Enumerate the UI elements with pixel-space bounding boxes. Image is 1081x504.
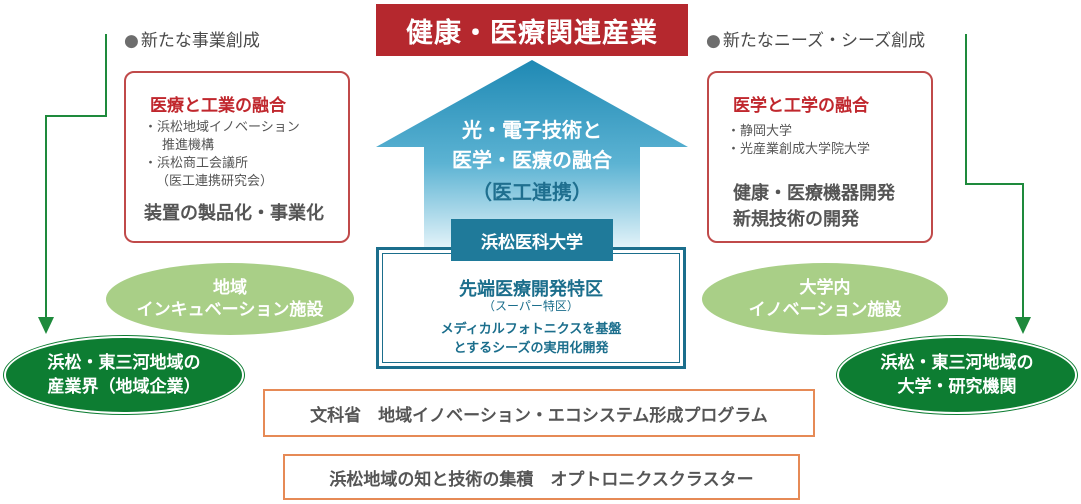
right-footer-line: 新規技術の開発 (733, 209, 859, 230)
left-heading: ●新たな事業創成 (124, 26, 260, 51)
zone-subtitle: （スーパー特区） (483, 299, 579, 313)
left-heading-text: 新たな事業創成 (140, 31, 260, 51)
list-item: （医工連携研究会） (156, 174, 274, 189)
arrow-text-line: 光・電子技術と (462, 118, 602, 142)
zone-description: メディカルフォトニクスを基盤 とするシーズの実用化開発 (379, 320, 683, 358)
ellipse-line: 大学内 (799, 278, 851, 298)
list-item: 推進機構 (162, 138, 215, 153)
right-academia-ellipse: 浜松・東三河地域の 大学・研究機関 (837, 336, 1077, 414)
list-item: ・光産業創成大学院大学 (727, 142, 871, 157)
right-arrowhead (1015, 317, 1031, 334)
right-flow-line (965, 34, 1024, 320)
right-fusion-box: 医学と工学の融合 ・静岡大学 ・光産業創成大学院大学 健康・医療機器開発 新規技… (707, 71, 933, 243)
right-box-list: ・静岡大学 ・光産業創成大学院大学 (727, 123, 870, 159)
arrow-text-line: （医工連携） (472, 180, 592, 204)
ellipse-line: 産業界（地域企業） (47, 377, 201, 397)
left-industry-ellipse: 浜松・東三河地域の 産業界（地域企業） (4, 336, 244, 414)
left-box-title: 医療と工業の融合 (150, 96, 286, 116)
left-arrowhead (38, 317, 54, 334)
zone-desc-line: メディカルフォトニクスを基盤 (440, 322, 622, 337)
ellipse-line: 浜松・東三河地域の (880, 353, 1034, 373)
right-heading-text: 新たなニーズ・シーズ創成 (722, 31, 926, 51)
right-box-title: 医学と工学の融合 (733, 96, 869, 116)
ellipse-line: 大学・研究機関 (897, 377, 1017, 397)
list-item: ・浜松地域イノベーション (144, 120, 300, 135)
left-box-footer: 装置の製品化・事業化 (144, 203, 324, 224)
program-box: 文科省 地域イノベーション・エコシステム形成プログラム (263, 389, 815, 437)
ellipse-line: 地域 (213, 278, 247, 298)
university-label: 浜松医科大学 (451, 219, 613, 261)
ellipse-line: 浜松・東三河地域の (47, 353, 201, 373)
top-banner: 健康・医療関連産業 (376, 4, 688, 56)
list-item: ・静岡大学 (727, 124, 793, 139)
arrow-text-block: 光・電子技術と 医学・医療の融合 （医工連携） (424, 115, 640, 209)
ellipse-line: インキュベーション施設 (136, 300, 324, 320)
left-flow-line (45, 34, 107, 320)
ellipse-line: イノベーション施設 (748, 300, 902, 320)
right-incubation-ellipse: 大学内 イノベーション施設 (702, 263, 948, 335)
right-box-footer: 健康・医療機器開発 新規技術の開発 (733, 181, 895, 233)
arrow-text-line: 医学・医療の融合 (452, 148, 612, 172)
list-item: ・浜松商工会議所 (144, 156, 249, 171)
zone-title: 先端医療開発特区 (459, 279, 603, 300)
left-incubation-ellipse: 地域 インキュベーション施設 (106, 263, 354, 335)
bullet-icon: ● (124, 31, 139, 51)
bullet-icon: ● (706, 31, 721, 51)
cluster-box: 浜松地域の知と技術の集積 オプトロニクスクラスター (283, 454, 800, 500)
right-footer-line: 健康・医療機器開発 (733, 183, 895, 204)
zone-desc-line: とするシーズの実用化開発 (453, 341, 609, 356)
central-arrow (376, 60, 688, 248)
left-box-list: ・浜松地域イノベーション 推進機構 ・浜松商工会議所 （医工連携研究会） (144, 119, 300, 191)
left-fusion-box: 医療と工業の融合 ・浜松地域イノベーション 推進機構 ・浜松商工会議所 （医工連… (124, 71, 350, 243)
right-heading: ●新たなニーズ・シーズ創成 (706, 26, 925, 51)
special-zone-box: 先端医療開発特区 （スーパー特区） メディカルフォトニクスを基盤 とするシーズの… (376, 247, 686, 369)
